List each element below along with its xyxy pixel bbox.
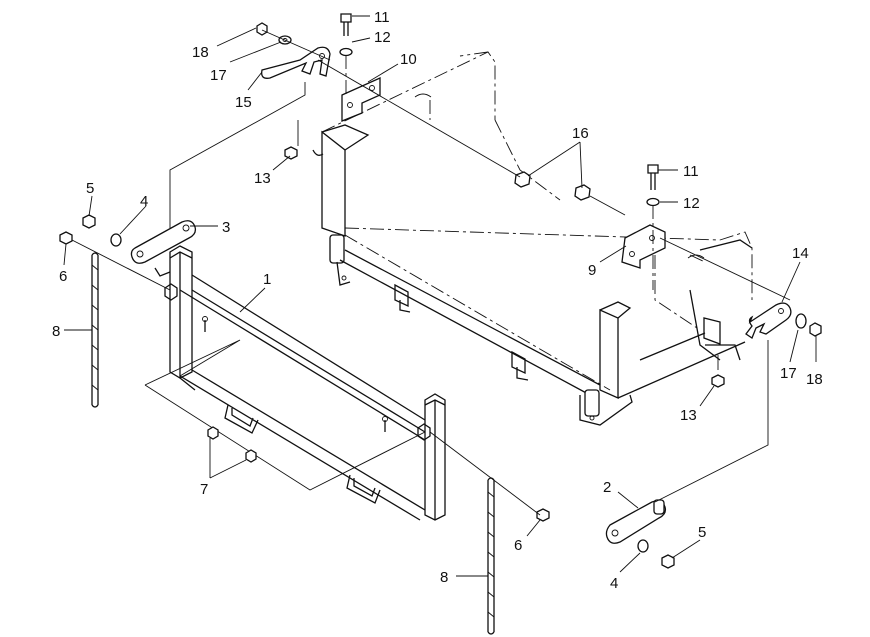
frame-lower-rail (339, 249, 633, 426)
callout-6-bottom: 6 (514, 537, 522, 554)
callout-11-top: 11 (374, 9, 390, 26)
callout-6-top: 6 (59, 268, 67, 285)
callout-14: 14 (792, 245, 809, 262)
callout-labels: 18 17 15 11 12 10 13 16 11 12 9 14 17 18… (52, 9, 823, 592)
bracket-10 (341, 76, 381, 122)
callout-16: 16 (572, 125, 589, 142)
bracket-9 (621, 224, 666, 269)
lever-14 (745, 302, 792, 339)
callout-15: 15 (235, 94, 252, 111)
callout-4-bottom: 4 (610, 575, 618, 592)
callout-17-top: 17 (210, 67, 227, 84)
frame-right-bracket (599, 239, 753, 400)
callout-11-right: 11 (683, 163, 699, 180)
callout-5-top: 5 (86, 180, 94, 197)
chain-left (91, 252, 99, 408)
callout-17-right: 17 (780, 365, 797, 382)
callout-2: 2 (603, 479, 611, 496)
carrier-frame (144, 245, 446, 521)
chain-right (487, 477, 495, 635)
callout-18-right: 18 (806, 371, 823, 388)
callout-13-top: 13 (254, 170, 271, 187)
frame-left-bracket (312, 124, 370, 286)
link-plate-3 (130, 220, 197, 277)
callout-1: 1 (263, 271, 271, 288)
machine-frame-outline (321, 51, 753, 391)
callout-3: 3 (222, 219, 230, 236)
callout-12-top: 12 (374, 29, 391, 46)
callout-9: 9 (588, 262, 596, 279)
callout-8-left: 8 (52, 323, 60, 340)
callout-10: 10 (400, 51, 417, 68)
leader-lines (63, 15, 817, 577)
lever-15 (261, 46, 331, 79)
callout-8-bottom: 8 (440, 569, 448, 586)
callout-13-right: 13 (680, 407, 697, 424)
callout-4-top: 4 (140, 193, 148, 210)
fasteners (59, 13, 822, 569)
callout-18-top: 18 (192, 44, 209, 61)
link-plate-2 (605, 499, 667, 544)
callout-5-bottom: 5 (698, 524, 706, 541)
callout-12-right: 12 (683, 195, 700, 212)
callout-7: 7 (200, 481, 208, 498)
assembly-center-lines (71, 29, 791, 516)
